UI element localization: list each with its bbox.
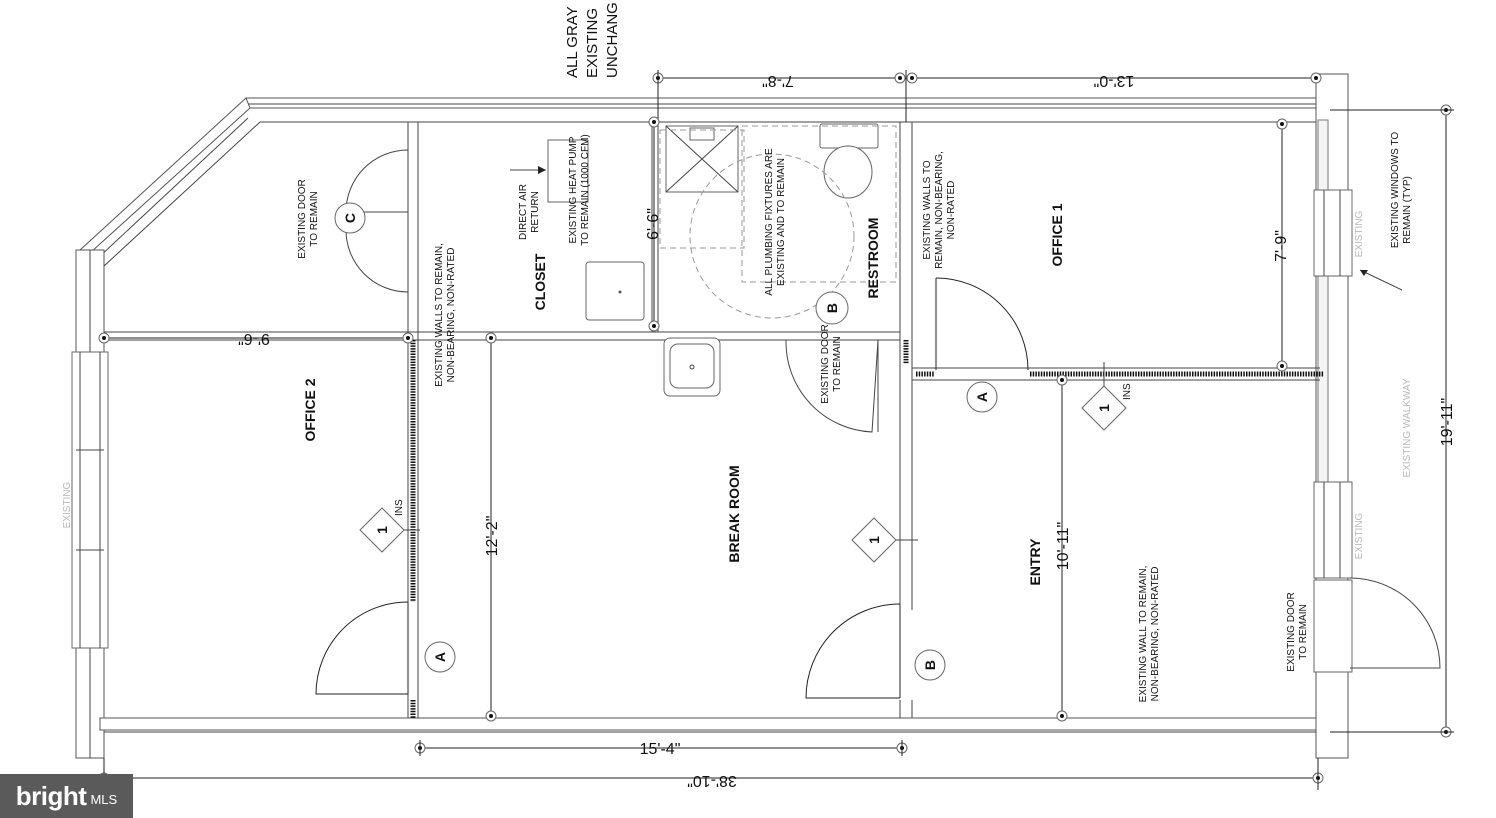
room-closet: CLOSET <box>532 253 548 310</box>
note-door-b-2: TO REMAIN <box>832 336 843 391</box>
note-air-1: DIRECT AIR <box>518 184 529 240</box>
room-office2: OFFICE 2 <box>302 378 318 441</box>
room-break: BREAK ROOM <box>726 465 742 562</box>
note-door-c-2: TO REMAIN <box>309 191 320 246</box>
room-labels: OFFICE 2 CLOSET RESTROOM OFFICE 1 BREAK … <box>302 203 1065 585</box>
dim-total-depth: 19'-11" <box>1439 398 1456 446</box>
interior-walls <box>104 122 1320 718</box>
ins-label-1: INS <box>394 499 405 516</box>
ins-label-2: INS <box>1122 383 1133 400</box>
watermark-brand: bright <box>15 780 87 811</box>
door-tags: C B A A B <box>334 202 998 681</box>
wall-type-tag-1: 1 <box>374 526 390 534</box>
note-air-2: RETURN <box>530 191 541 233</box>
note-plumb-1: ALL PLUMBING FIXTURES ARE <box>764 148 775 296</box>
door-tag-a-office2: A <box>432 652 448 662</box>
note-gray-1: ALL GRAY <box>564 6 581 78</box>
note-windows-2: REMAIN (TYP) <box>1402 176 1413 244</box>
door-tag-b-break: B <box>922 660 938 670</box>
door-tag-c: C <box>342 213 358 223</box>
note-door-entry-1: EXISTING DOOR <box>1286 592 1297 671</box>
brightmls-watermark: bright MLS <box>0 774 133 818</box>
note-pump-2: TO REMAIN (1000 CFM) <box>580 134 591 246</box>
room-office1: OFFICE 1 <box>1049 203 1065 266</box>
insulated-walls <box>410 340 1324 718</box>
room-restroom: RESTROOM <box>865 218 881 299</box>
note-walls-left-2: NON-BEARING, NON-RATED <box>446 248 457 383</box>
note-windows-1: EXISTING WINDOWS TO <box>1390 132 1401 249</box>
dim-office1-depth: 7'-9" <box>1273 230 1290 262</box>
note-walls-mid-2: REMAIN, NON-BEARING, <box>934 151 945 269</box>
wall-type-tags: 1 INS 1 INS 1 <box>359 362 1133 563</box>
dim-break-width: 15'-4" <box>640 741 681 758</box>
room-entry: ENTRY <box>1027 538 1043 586</box>
faint-existing-left: EXISTING <box>62 481 73 528</box>
dim-total-width: 38'-10" <box>687 772 737 789</box>
dim-entry-depth: 10'-11" <box>1055 522 1072 570</box>
notes: ALL GRAY EXISTING UNCHANG EXISTING DOOR … <box>297 2 1413 702</box>
door-tag-b-restroom: B <box>824 303 840 313</box>
note-walls-mid-1: EXISTING WALLS TO <box>922 160 933 260</box>
dim-closet-depth: 6'-6" <box>645 208 662 240</box>
dim-top-right: 13'-0" <box>1094 72 1135 89</box>
note-walls-mid-3: NON-RATED <box>946 181 957 240</box>
note-pump-1: EXISTING HEAT PUMP <box>568 136 579 243</box>
note-door-entry-2: TO REMAIN <box>1298 604 1309 659</box>
dim-left-width: 9'-6" <box>238 330 270 347</box>
note-wall-bottom-2: NON-BEARING, NON-RATED <box>1150 567 1161 702</box>
note-door-b-1: EXISTING DOOR <box>820 324 831 403</box>
note-door-c-1: EXISTING DOOR <box>297 179 308 258</box>
dimension-lines <box>98 70 1454 790</box>
faint-walkway: EXISTING WALKWAY <box>1402 378 1413 477</box>
faint-existing-right-top: EXISTING <box>1354 210 1365 257</box>
faint-existing-right-bottom: EXISTING <box>1354 512 1365 559</box>
watermark-suffix: MLS <box>90 791 118 807</box>
wall-type-tag-3: 1 <box>866 536 882 544</box>
faint-labels: EXISTING EXISTING EXISTING EXISTING WALK… <box>62 210 1413 559</box>
note-walls-left-1: EXISTING WALLS TO REMAIN, <box>434 243 445 387</box>
dim-break-depth: 12'-2" <box>484 516 501 557</box>
dim-top-left: 7'-8" <box>762 72 794 89</box>
fixtures <box>510 123 897 397</box>
note-plumb-2: EXISTING AND TO REMAIN <box>776 158 787 286</box>
note-gray-3: UNCHANG <box>604 2 621 78</box>
dimension-labels: 7'-8" 13'-0" 9'-6" 6'-6" 7'-9" 12'-2" 10… <box>238 72 1456 789</box>
note-gray-2: EXISTING <box>584 8 601 78</box>
door-tag-a-office1: A <box>974 392 990 402</box>
exterior-walls <box>71 73 1353 759</box>
wall-type-tag-2: 1 <box>1096 404 1112 412</box>
note-wall-bottom-1: EXISTING WALL TO REMAIN, <box>1138 566 1149 703</box>
